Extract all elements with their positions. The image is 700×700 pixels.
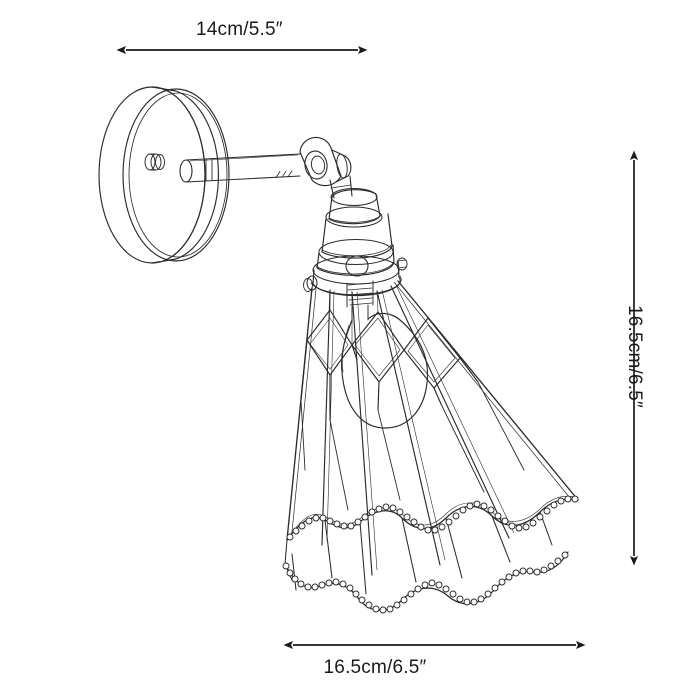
bead-trim-lower <box>282 551 569 614</box>
shade-mid-panel-lines <box>300 381 525 511</box>
dimension-lines <box>116 46 638 649</box>
shade-upper-lozenge-band <box>300 289 479 421</box>
bead-trim-upper <box>286 495 579 541</box>
glass-shade <box>282 280 579 614</box>
lamp-illustration <box>98 86 579 614</box>
arm-collar <box>205 158 213 182</box>
pivot-joint <box>299 136 353 199</box>
wall-plate <box>98 86 230 264</box>
dimension-label-width-top: 14cm/5.5″ <box>196 19 283 40</box>
bulb <box>341 280 429 429</box>
shade-panel-ribs <box>321 284 515 576</box>
dimension-label-width-bottom: 16.5cm/6.5″ <box>323 657 427 678</box>
socket-housing <box>303 187 408 297</box>
bulb-threads <box>346 280 374 308</box>
arm-threads <box>275 170 293 178</box>
plate-screw <box>144 153 165 171</box>
socket-knob <box>345 255 369 277</box>
dimension-label-height-right: 16.5cm/6.5″ <box>624 305 645 408</box>
lamp-arm <box>179 153 301 183</box>
